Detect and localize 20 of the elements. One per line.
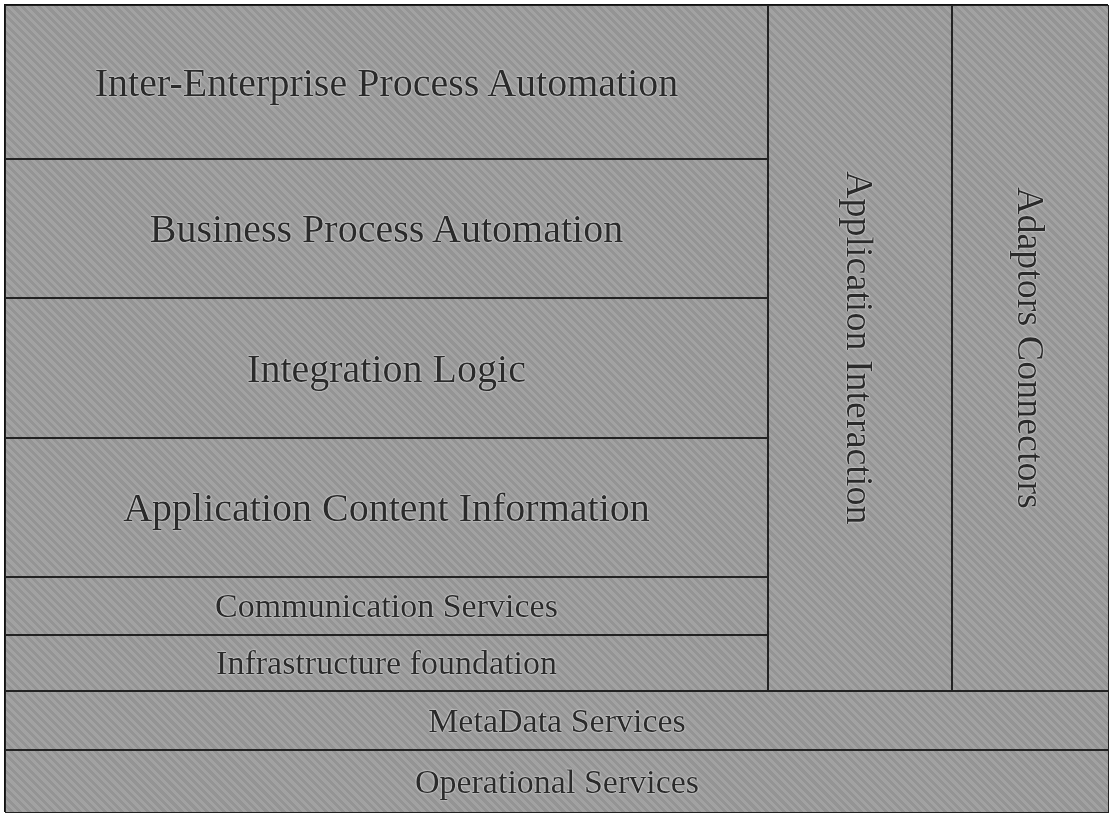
- layer-label: Inter-Enterprise Process Automation: [94, 58, 679, 106]
- layer-band: [5, 298, 768, 438]
- layer-label: Infrastructure foundation: [216, 644, 557, 682]
- layer-label: Application Content Information: [123, 484, 650, 531]
- vertical-layer-bar: [952, 5, 1109, 691]
- layer-band: [5, 750, 1109, 813]
- layer-label: Communication Services: [215, 587, 558, 625]
- layer-band: [5, 438, 768, 577]
- layer-band: [5, 577, 768, 635]
- layer-label: MetaData Services: [428, 701, 686, 740]
- layer-label: Business Process Automation: [149, 205, 624, 252]
- layer-band: [5, 691, 1109, 750]
- layer-band: [5, 5, 768, 159]
- layer-label: Adaptors Connectors: [1008, 187, 1053, 509]
- vertical-layer-bar: [768, 5, 952, 691]
- layer-band: [5, 159, 768, 298]
- layer-label: Application Interaction: [838, 171, 882, 525]
- layer-label: Operational Services: [414, 762, 700, 801]
- layer-band: [5, 635, 768, 691]
- layer-label: Integration Logic: [247, 344, 526, 392]
